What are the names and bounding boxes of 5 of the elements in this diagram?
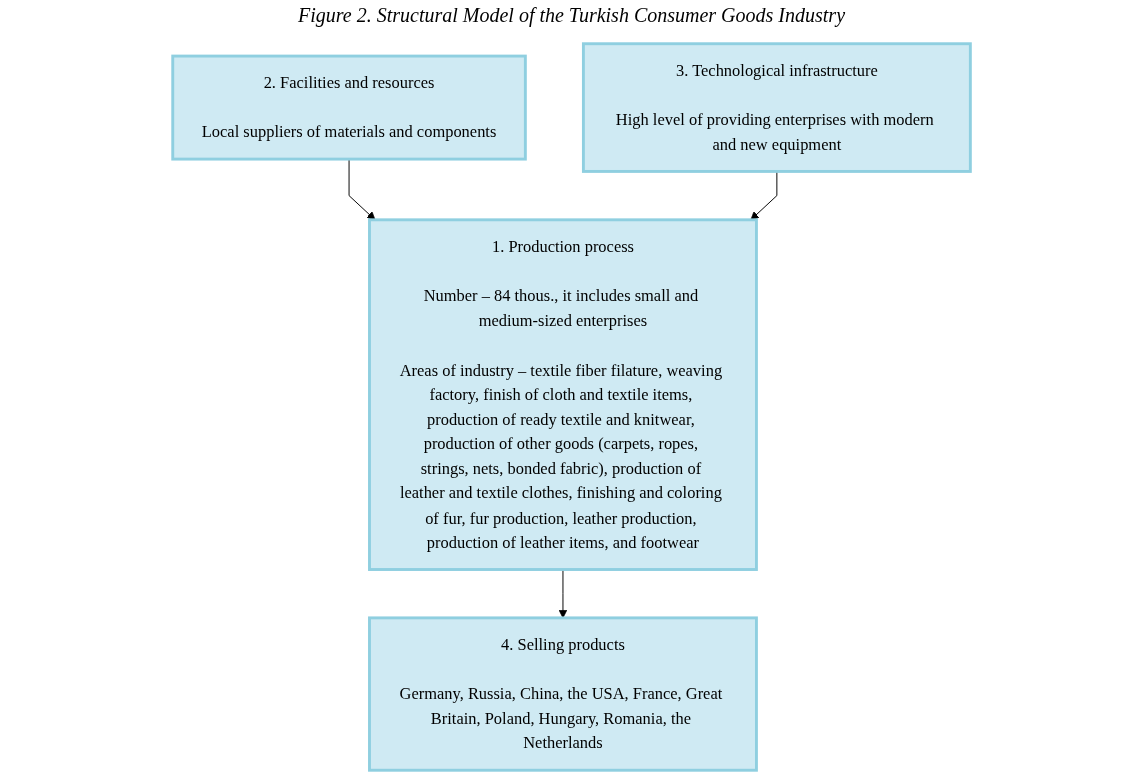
node-box: 2. Facilities and resources Local suppliers of materials and components [171,54,527,161]
node-box: 1. Production process Number – 84 thous., it includes small and medium-sized enterprises Areas of industry – textile fiber filature, weaving factory, finish of cloth and textile items, production of ready textile and knitwear, production of other goods (carpets, ropes, strings, nets, bonded fabric), production of leather and textile clothes, finishing and coloring of fur, fur production, leather production, production of leather items, and footwear [368,218,758,571]
node-box: 4. Selling products Germany, Russia, China, the USA, France, Great Britain, Poland, Hungary, Romania, the Netherlands [368,616,758,772]
figure-title: Figure 2. Structural Model of the Turkish Consumer Goods Industry [297,4,846,27]
node-box: 3. Technological infrastructure High level of providing enterprises with modern and new equipment [581,42,972,173]
